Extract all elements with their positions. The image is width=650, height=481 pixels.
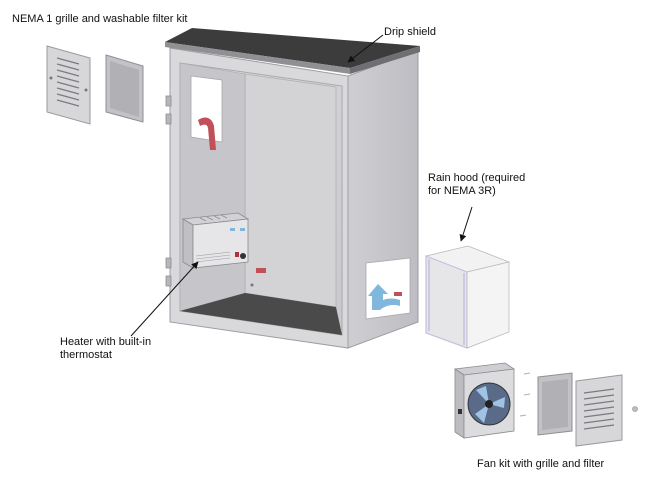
heater-arrow xyxy=(130,261,199,337)
nema-kit-label: NEMA 1 grille and washable filter kit xyxy=(12,13,188,25)
red-airflow-arrow xyxy=(198,117,216,150)
rain-hood-label-line2: for NEMA 3R) xyxy=(428,185,496,197)
nema1-grille xyxy=(46,45,91,125)
fan-kit-label: Fan kit with grille and filter xyxy=(477,458,605,470)
heater xyxy=(181,212,250,269)
rain-hood-arrow xyxy=(459,206,473,242)
heater-label-line2: thermostat xyxy=(60,349,112,361)
rain-hood-label: Rain hood (required for NEMA 3R) xyxy=(428,172,525,198)
fan-kit xyxy=(453,362,516,439)
enclosure-floor xyxy=(180,293,342,335)
fan-screw xyxy=(632,406,638,412)
washable-filter xyxy=(105,54,144,123)
heater-label: Heater with built-in thermostat xyxy=(60,336,151,362)
drip-shield-label: Drip shield xyxy=(384,26,436,38)
blue-airflow-arrow xyxy=(368,284,400,310)
drip-shield-arrow xyxy=(347,34,384,63)
heater-label-line1: Heater with built-in xyxy=(60,336,152,348)
upper-vent-opening xyxy=(190,75,223,143)
fan-grille xyxy=(575,374,623,447)
thermostat-connector xyxy=(250,268,266,287)
rain-hood-label-line1: Rain hood (required xyxy=(428,172,526,184)
hinges xyxy=(165,95,172,287)
drip-shield xyxy=(165,28,420,68)
fan-filter xyxy=(537,372,573,436)
rain-hood xyxy=(424,245,511,349)
